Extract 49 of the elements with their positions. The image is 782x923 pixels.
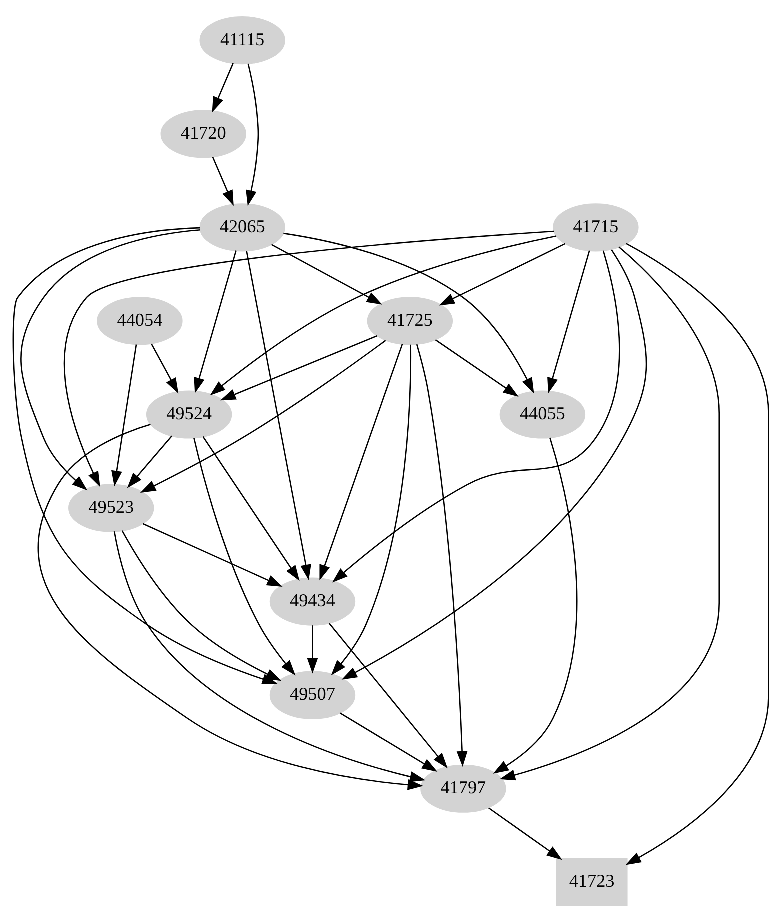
arrow bbox=[307, 626, 318, 674]
node-ellipse: 41720 bbox=[160, 110, 246, 158]
arrow bbox=[143, 523, 283, 587]
arrow bbox=[212, 156, 234, 206]
arrow bbox=[488, 808, 562, 860]
arrow bbox=[328, 623, 448, 769]
node-ellipse: 49507 bbox=[270, 671, 356, 720]
node-ellipse: 41715 bbox=[553, 204, 639, 252]
node-box: 41723 bbox=[556, 858, 628, 906]
arrow bbox=[194, 438, 296, 676]
arrow bbox=[64, 230, 554, 488]
node-ellipse: 44054 bbox=[97, 297, 183, 346]
arrow bbox=[246, 64, 260, 206]
arrow bbox=[416, 344, 468, 768]
node-ellipse: 49523 bbox=[68, 484, 154, 532]
arrow bbox=[246, 250, 312, 580]
arrow bbox=[114, 532, 426, 782]
node-ellipse: 49434 bbox=[270, 578, 356, 626]
arrow bbox=[212, 63, 234, 113]
arrow bbox=[112, 344, 138, 487]
arrow bbox=[140, 340, 386, 493]
arrow bbox=[38, 424, 424, 790]
arrow bbox=[271, 244, 382, 305]
arrow bbox=[284, 232, 534, 394]
arrow bbox=[332, 250, 620, 583]
arrow bbox=[439, 243, 566, 306]
arrow bbox=[202, 436, 300, 582]
arrow bbox=[500, 246, 720, 781]
arrow bbox=[626, 243, 770, 866]
node-ellipse: 49524 bbox=[146, 390, 232, 439]
arrow bbox=[151, 344, 179, 394]
arrow bbox=[342, 250, 648, 680]
node-ellipse: 44055 bbox=[500, 390, 586, 439]
arrow bbox=[194, 250, 237, 394]
node-ellipse: 41115 bbox=[200, 16, 286, 65]
arrow bbox=[493, 438, 578, 774]
node-ellipse: 41797 bbox=[420, 764, 506, 813]
node-ellipse: 41725 bbox=[367, 297, 454, 346]
arrow bbox=[20, 229, 201, 491]
arrow bbox=[122, 530, 282, 682]
arrow bbox=[127, 436, 173, 488]
node-ellipse: 42065 bbox=[200, 204, 286, 252]
arrow bbox=[320, 344, 404, 581]
arrow bbox=[210, 236, 557, 396]
arrow bbox=[435, 340, 519, 398]
arrow bbox=[331, 344, 412, 676]
arrow bbox=[220, 336, 378, 401]
arrow bbox=[548, 250, 590, 394]
arrow bbox=[340, 712, 438, 772]
